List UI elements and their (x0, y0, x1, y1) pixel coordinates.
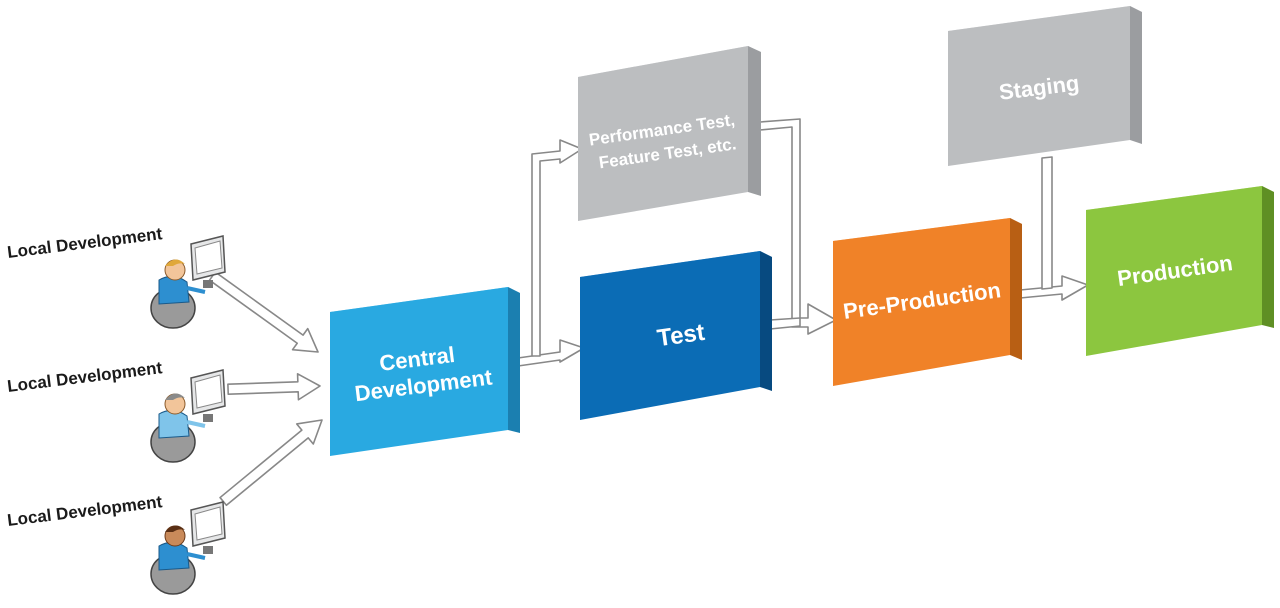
developer-workstation-icon (150, 235, 226, 329)
stage-staging: Staging (948, 6, 1142, 166)
arrow-preprod-to-production (1019, 275, 1089, 301)
test-box (580, 251, 760, 420)
production-box (1086, 186, 1262, 356)
arrow-dev2-to-central (227, 372, 321, 401)
arrow-dev1-to-central (208, 271, 319, 353)
central-development-box (330, 287, 508, 456)
stage-performance-test: Performance Test, Feature Test, etc. (578, 46, 761, 221)
stage-pre-production: Pre-Production (833, 218, 1022, 386)
developer-3-label: Local Development (6, 492, 163, 530)
developer-2-label: Local Development (6, 358, 163, 396)
developer-workstation-icon (150, 369, 226, 463)
stage-production: Production (1086, 186, 1274, 356)
arrow-staging-to-production (1041, 156, 1053, 290)
developer-1-label: Local Development (6, 224, 163, 262)
developer-1: Local Development (6, 224, 226, 329)
arrow-dev3-to-central (219, 419, 323, 507)
performance-test-box (578, 46, 748, 221)
staging-box (948, 6, 1130, 166)
developer-2: Local Development (6, 358, 226, 463)
developer-3: Local Development (6, 492, 226, 595)
arrow-perf-to-preprod (759, 118, 837, 335)
test-label: Test (656, 319, 707, 352)
stage-central-development: Central Development (330, 287, 520, 456)
arrow-central-to-perf (531, 139, 583, 357)
connector-arrows (208, 118, 1089, 507)
stage-test: Test (580, 251, 772, 420)
arrow-central-to-test (517, 339, 585, 367)
pre-production-box (833, 218, 1010, 386)
developer-workstation-icon (150, 501, 226, 595)
